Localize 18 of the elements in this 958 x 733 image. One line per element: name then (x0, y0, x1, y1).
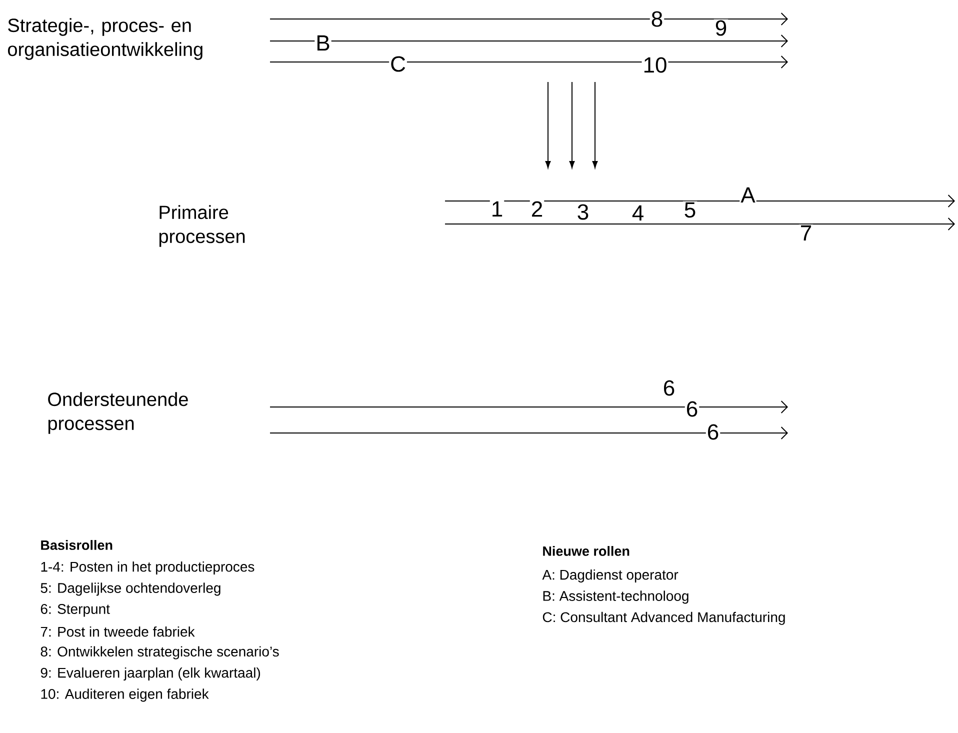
legend-entry: 6: Sterpunt (40, 604, 110, 617)
role-marker: 3 (576, 203, 590, 221)
legend-entry: B: Assistent-technoloog (543, 590, 688, 604)
legend-entry: 10: Auditeren eigen fabriek (41, 688, 209, 702)
role-marker: 4 (630, 204, 646, 222)
legend-entry: 5: Dagelijkse ochtendoverleg (40, 582, 220, 596)
group-label: Primaire processen (159, 205, 245, 247)
legend-heading: Basisrollen (41, 540, 112, 550)
legend-entry: A: Dagdienst operator (542, 569, 678, 582)
legend-heading: Nieuwe rollen (543, 546, 630, 556)
legend-entry: 7: Post in tweede fabriek (40, 626, 195, 637)
group-label: Ondersteunende processen (48, 392, 188, 434)
role-marker: 6 (662, 379, 676, 397)
legend-entry: 9: Evalueren jaarplan (elk kwartaal) (40, 667, 260, 680)
legend-entry: C: Consultant Advanced Manufacturing (542, 612, 785, 625)
group-label: Strategie-, proces- en organisatieontwikkeling (8, 18, 202, 60)
legend-entry: 8: Ontwikkelen strategische scenario’s (40, 646, 279, 660)
legend-entry: 1-4: Posten in het productieproces (41, 561, 254, 574)
